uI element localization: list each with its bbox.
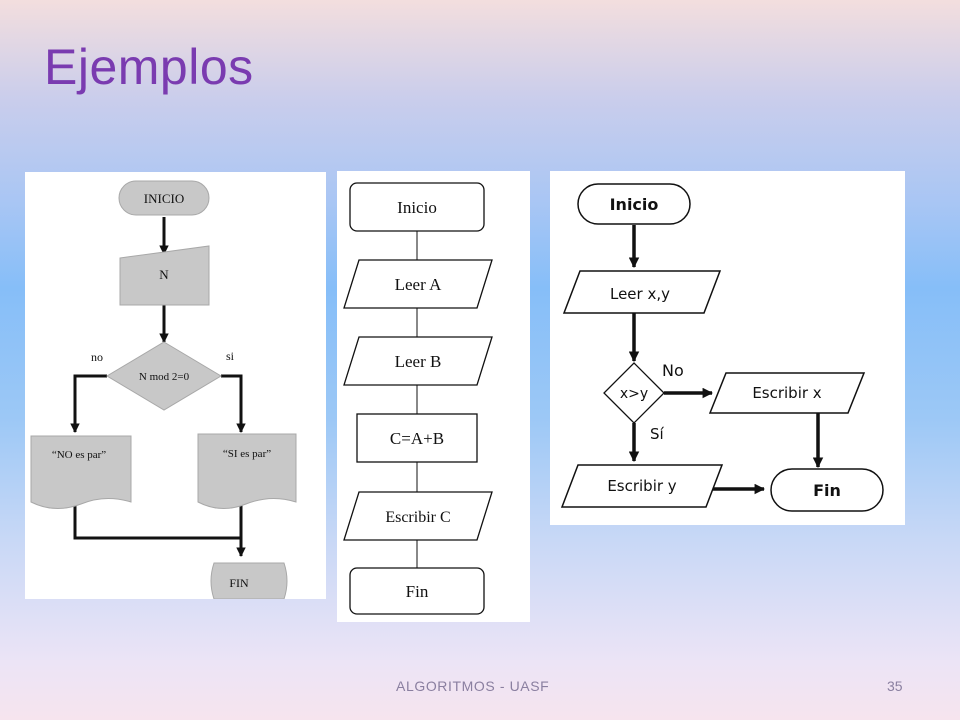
arrow-yes-branch [221,374,246,433]
yes-output-label: “SI es par” [223,448,271,460]
yes-output-shape [197,433,297,509]
end-label: FIN [229,576,249,590]
slide-number: 35 [887,678,903,694]
decision-label: N mod 2=0 [139,371,190,383]
read-b-label: Leer B [395,352,442,371]
write-y-label: Escribir y [607,477,676,495]
end-terminal: FIN [210,562,288,599]
end-node: Fin [349,567,485,615]
decision-node-shape [106,341,222,411]
input-label: N [159,267,169,282]
flow-arrows [70,217,246,557]
start-label: INICIO [144,191,184,206]
slide-title: Ejemplos [44,39,254,95]
write-x-label: Escribir x [752,384,821,402]
write-x-node: Escribir x [708,372,866,414]
write-x-shape [708,372,866,414]
end-terminal-shape [770,468,884,512]
yes-branch-label: Sí [650,425,665,443]
end-terminal: Fin [770,468,884,512]
start-terminal: Inicio [577,183,691,225]
end-terminal-shape [210,562,288,599]
end-label: Fin [406,582,429,601]
yes-branch-label: si [226,349,235,363]
read-b-node: Leer B [343,336,493,386]
no-output-shape [30,435,132,509]
read-a-shape [343,259,493,309]
no-output-label: “NO es par” [52,449,106,461]
start-terminal: INICIO [118,180,210,216]
end-label: Fin [813,481,841,500]
process-node: C=A+B [356,413,478,463]
no-branch-label: No [662,361,684,380]
write-label: Escribir C [385,509,450,526]
write-y-node: Escribir y [560,464,724,508]
input-node-shape [119,245,210,306]
start-terminal-shape [118,180,210,216]
decision-shape [603,362,665,424]
input-node: N [119,245,210,306]
flow-arrows [628,225,824,495]
end-node-shape [349,567,485,615]
decision-node: N mod 2=0 [106,341,222,411]
decision-node: x>y [603,362,665,424]
read-shape [562,270,722,314]
no-branch-label: no [91,350,103,364]
process-shape [356,413,478,463]
read-a-label: Leer A [395,275,442,294]
read-label: Leer x,y [610,285,670,303]
flowchart-even-odd: INICIO N N mod 2=0 no si “NO es par” “SI… [25,172,326,599]
read-b-shape [343,336,493,386]
start-terminal-shape [577,183,691,225]
read-node: Leer x,y [562,270,722,314]
arrow-no-to-end [73,502,241,540]
write-y-shape [560,464,724,508]
no-output-node: “NO es par” [30,435,132,509]
read-a-node: Leer A [343,259,493,309]
flowchart-sum: Inicio Leer A Leer B C=A+B Escribir C Fi… [337,171,530,622]
yes-output-node: “SI es par” [197,433,297,509]
start-label: Inicio [610,195,659,214]
write-shape [343,491,493,541]
flowchart-compare: Inicio Leer x,y x>y No Sí Escribir x Esc… [550,171,905,525]
slide-footer: ALGORITMOS - UASF [396,678,550,694]
start-label: Inicio [397,198,437,217]
start-node-shape [349,182,485,232]
start-node: Inicio [349,182,485,232]
arrow-no-branch [70,374,107,433]
decision-label: x>y [620,386,648,402]
process-label: C=A+B [390,429,444,448]
write-node: Escribir C [343,491,493,541]
